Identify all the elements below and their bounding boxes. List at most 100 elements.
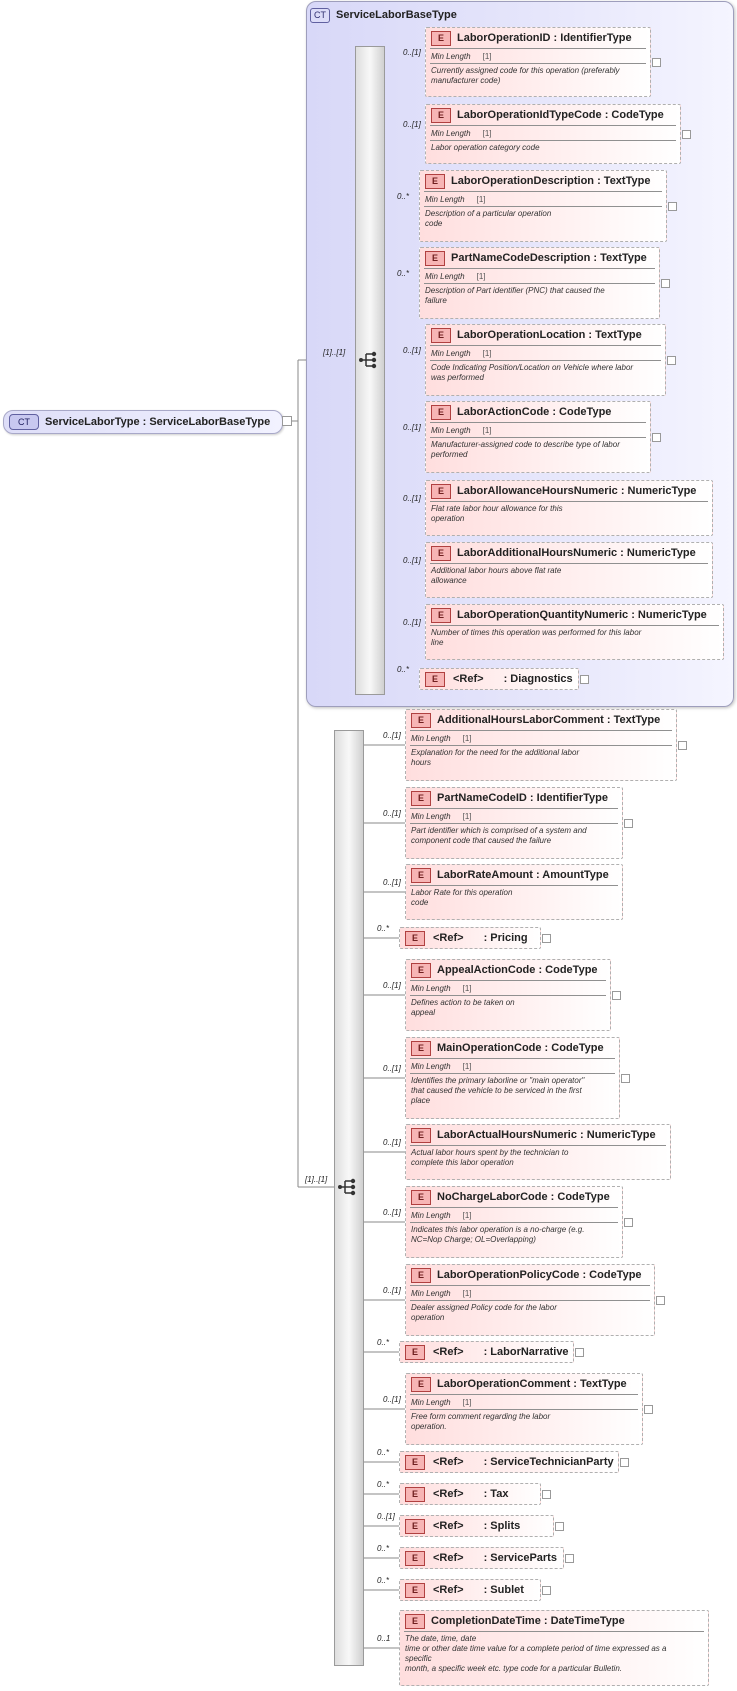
expand-toggle[interactable] xyxy=(580,675,589,684)
facet-row: Min Length[1] xyxy=(426,346,665,360)
element-name: PartNameCodeID : IdentifierType xyxy=(437,792,608,804)
divider xyxy=(410,1222,618,1223)
ref-element[interactable]: E<Ref>: Sublet xyxy=(399,1579,541,1601)
element-name: LaborAdditionalHoursNumeric : NumericTyp… xyxy=(457,547,696,559)
ref-element[interactable]: E<Ref>: ServiceTechnicianParty xyxy=(399,1451,619,1473)
facet-value: [1] xyxy=(462,733,472,743)
root-collapse-toggle[interactable] xyxy=(282,416,292,426)
element-header: E<Ref>: Diagnostics xyxy=(420,669,578,689)
expand-toggle[interactable] xyxy=(661,279,670,288)
divider xyxy=(410,808,618,809)
ref-element-name: : Splits xyxy=(483,1520,521,1532)
divider xyxy=(430,360,661,361)
element-documentation: Currently assigned code for this operati… xyxy=(431,66,620,85)
expand-toggle[interactable] xyxy=(624,819,633,828)
facet-row: Min Length[1] xyxy=(406,1208,622,1222)
expand-toggle[interactable] xyxy=(656,1296,665,1305)
element-documentation: Flat rate labor hour allowance for this … xyxy=(431,504,563,523)
element-name: AdditionalHoursLaborComment : TextType xyxy=(437,714,661,726)
expand-toggle[interactable] xyxy=(624,1218,633,1227)
ref-element-name: : Diagnostics xyxy=(503,673,573,685)
divider xyxy=(410,1285,650,1286)
expand-toggle[interactable] xyxy=(652,58,661,67)
expand-toggle[interactable] xyxy=(575,1348,584,1357)
cardinality: 0..[1] xyxy=(403,346,421,355)
element-badge: E xyxy=(411,1127,431,1143)
expand-toggle[interactable] xyxy=(542,1586,551,1595)
expand-toggle[interactable] xyxy=(644,1405,653,1414)
cardinality: 0..[1] xyxy=(383,1138,401,1147)
expand-toggle[interactable] xyxy=(621,1074,630,1083)
root-element[interactable]: CT ServiceLaborType : ServiceLaborBaseTy… xyxy=(3,410,283,434)
ref-element[interactable]: E<Ref>: LaborNarrative xyxy=(399,1341,574,1363)
expand-toggle[interactable] xyxy=(555,1522,564,1531)
ref-element[interactable]: E<Ref>: Tax xyxy=(399,1483,541,1505)
element-name: LaborOperationLocation : TextType xyxy=(457,329,642,341)
element-badge: E xyxy=(405,1454,425,1470)
ref-element[interactable]: E<Ref>: Pricing xyxy=(399,927,541,949)
divider xyxy=(430,501,708,502)
ref-element[interactable]: E<Ref>: Diagnostics xyxy=(419,668,579,690)
element-documentation: Part identifier which is comprised of a … xyxy=(411,826,587,845)
cardinality: 0..[1] xyxy=(383,981,401,990)
expand-toggle[interactable] xyxy=(542,934,551,943)
cardinality: 0..* xyxy=(397,269,410,278)
divider xyxy=(430,345,661,346)
ref-element-name: : ServiceParts xyxy=(483,1552,557,1564)
facet-row: Min Length[1] xyxy=(406,809,622,823)
divider xyxy=(410,885,618,886)
facet-value: [1] xyxy=(462,1210,472,1220)
complex-type-title: CT ServiceLaborBaseType xyxy=(310,5,457,25)
element-badge: E xyxy=(411,712,431,728)
divider xyxy=(410,1300,650,1301)
expand-toggle[interactable] xyxy=(565,1554,574,1563)
element-name: LaborOperationComment : TextType xyxy=(437,1378,627,1390)
facet-label: Min Length xyxy=(431,425,471,435)
element-documentation: Labor Rate for this operation code xyxy=(411,888,513,907)
element-name: LaborOperationQuantityNumeric : NumericT… xyxy=(457,609,707,621)
facet-value: [1] xyxy=(476,271,486,281)
facet-value: [1] xyxy=(482,51,492,61)
cardinality: 0..[1] xyxy=(383,1395,401,1404)
expand-toggle[interactable] xyxy=(620,1458,629,1467)
cardinality: 0..* xyxy=(397,192,410,201)
expand-toggle[interactable] xyxy=(652,433,661,442)
sequence-1-cardinality: [1]..[1] xyxy=(323,348,346,357)
expand-toggle[interactable] xyxy=(667,356,676,365)
ref-element[interactable]: E<Ref>: Splits xyxy=(399,1515,554,1537)
facet-row: Min Length[1] xyxy=(406,1395,642,1409)
facet-value: [1] xyxy=(482,425,492,435)
cardinality: 0..[1] xyxy=(403,556,421,565)
expand-toggle[interactable] xyxy=(612,991,621,1000)
schema-element[interactable]: E LaborAdditionalHoursNumeric : NumericTy… xyxy=(425,542,713,598)
expand-toggle[interactable] xyxy=(678,741,687,750)
ref-element[interactable]: E<Ref>: ServiceParts xyxy=(399,1547,564,1569)
element-badge: E xyxy=(431,545,451,561)
cardinality: 0..[1] xyxy=(383,1208,401,1217)
expand-toggle[interactable] xyxy=(682,130,691,139)
expand-toggle[interactable] xyxy=(668,202,677,211)
expand-toggle[interactable] xyxy=(542,1490,551,1499)
facet-row: Min Length[1] xyxy=(406,1059,619,1073)
